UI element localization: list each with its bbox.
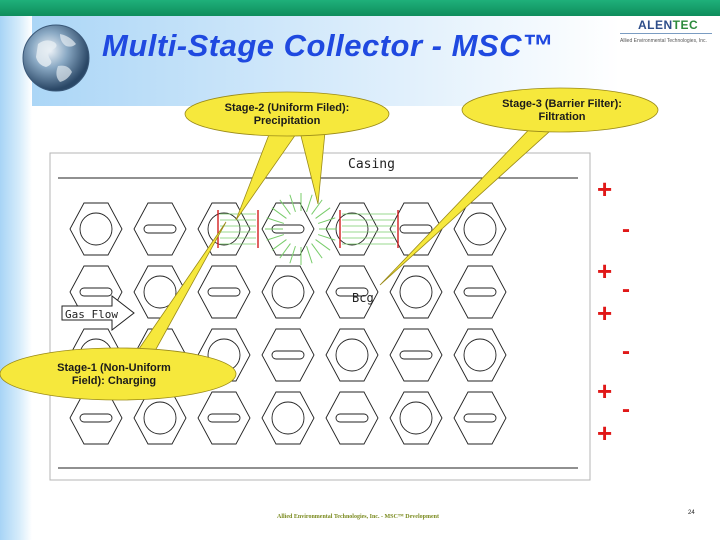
baffle-cell <box>69 202 123 256</box>
bar-electrode <box>399 224 433 234</box>
baffle-cell <box>453 328 507 382</box>
collector-electrode <box>463 212 497 246</box>
bar-electrode <box>79 287 113 297</box>
stage1-callout-text: Stage-1 (Non-Uniform Field): Charging <box>57 362 171 387</box>
field-line <box>279 243 291 259</box>
field-line <box>266 217 285 224</box>
collector-electrode <box>335 338 369 372</box>
gas-flow-label: Gas Flow <box>65 308 118 321</box>
bar-electrode <box>335 413 369 423</box>
stage2-callout-text: Stage-2 (Uniform Filed): Precipitation <box>224 102 350 127</box>
top-accent-bar <box>0 0 720 16</box>
bar-electrode <box>207 287 241 297</box>
positive-terminal-3: + <box>597 298 613 328</box>
baffle-cell <box>197 391 251 445</box>
logo-wordmark: ALENTEC <box>638 18 698 32</box>
field-line <box>311 243 323 259</box>
positive-terminal-5: + <box>597 418 613 448</box>
field-line <box>311 199 323 215</box>
collector-electrode <box>271 275 305 309</box>
stage2-callout-bubble-body <box>184 91 390 137</box>
bar-electrode <box>399 350 433 360</box>
bcg-label: Bcg <box>352 291 374 305</box>
baffle-cell <box>261 202 315 256</box>
field-line <box>271 239 287 251</box>
bar-electrode <box>79 413 113 423</box>
field-line <box>315 239 331 251</box>
casing-label: Casing <box>348 157 395 172</box>
page-number: 24 <box>688 510 695 516</box>
baffle-cell <box>453 391 507 445</box>
stage1-callout-bubble-body <box>0 347 237 401</box>
field-line <box>279 199 291 215</box>
collector-electrode <box>399 401 433 435</box>
negative-terminal-2: - <box>622 276 630 303</box>
baffle-cell <box>389 265 443 319</box>
baffle-cell <box>261 265 315 319</box>
bar-electrode <box>463 287 497 297</box>
alentec-logo: ALENTEC Allied Environmental Technologie… <box>618 16 713 56</box>
gas-flow-arrow <box>61 294 135 332</box>
left-accent-strip <box>0 16 32 540</box>
baffle-cell <box>325 391 379 445</box>
globe-icon <box>22 24 90 92</box>
collector-electrode <box>207 212 241 246</box>
field-line <box>306 245 313 264</box>
slide-footer: Allied Environmental Technologies, Inc. … <box>277 514 439 520</box>
field-line <box>289 245 296 264</box>
negative-terminal-3: - <box>622 338 630 365</box>
bar-electrode <box>463 413 497 423</box>
collector-electrode <box>79 212 113 246</box>
slide-title: Multi-Stage Collector - MSC™ <box>102 28 554 63</box>
stage3-callout-bubble-body <box>461 87 659 133</box>
baffle-cell <box>197 265 251 319</box>
baffle-cell <box>261 391 315 445</box>
stage3-callout-text: Stage-3 (Barrier Filter): Filtration <box>502 98 622 123</box>
positive-terminal-4: + <box>597 376 613 406</box>
logo-name-part1: ALEN <box>638 18 673 32</box>
field-line <box>289 194 296 213</box>
field-line <box>317 217 336 224</box>
baffle-cell <box>389 328 443 382</box>
collector-electrode <box>143 275 177 309</box>
bar-electrode <box>335 287 369 297</box>
field-line <box>306 194 313 213</box>
negative-terminal-4: - <box>622 396 630 423</box>
baffle-cell <box>133 202 187 256</box>
logo-name-part2: TEC <box>672 18 699 32</box>
collector-electrode <box>463 338 497 372</box>
collector-electrode <box>399 275 433 309</box>
baffle-cell <box>325 328 379 382</box>
bar-electrode <box>207 413 241 423</box>
collector-electrode <box>271 401 305 435</box>
bar-electrode <box>271 350 305 360</box>
collector-electrode <box>143 401 177 435</box>
bar-electrode <box>143 224 177 234</box>
baffle-cell <box>261 328 315 382</box>
field-line <box>317 234 336 241</box>
baffle-cell <box>389 391 443 445</box>
field-line <box>271 207 287 219</box>
positive-terminal-1: + <box>597 174 613 204</box>
baffle-cell <box>325 265 379 319</box>
baffle-cell <box>197 202 251 256</box>
logo-rule <box>620 33 712 34</box>
baffle-cell <box>325 202 379 256</box>
field-line <box>315 207 331 219</box>
baffle-cell <box>453 265 507 319</box>
positive-terminal-2: + <box>597 256 613 286</box>
logo-subtitle: Allied Environmental Technologies, Inc. <box>620 38 707 44</box>
diagram-panel <box>49 152 591 481</box>
field-line <box>266 234 285 241</box>
negative-terminal-1: - <box>622 216 630 243</box>
